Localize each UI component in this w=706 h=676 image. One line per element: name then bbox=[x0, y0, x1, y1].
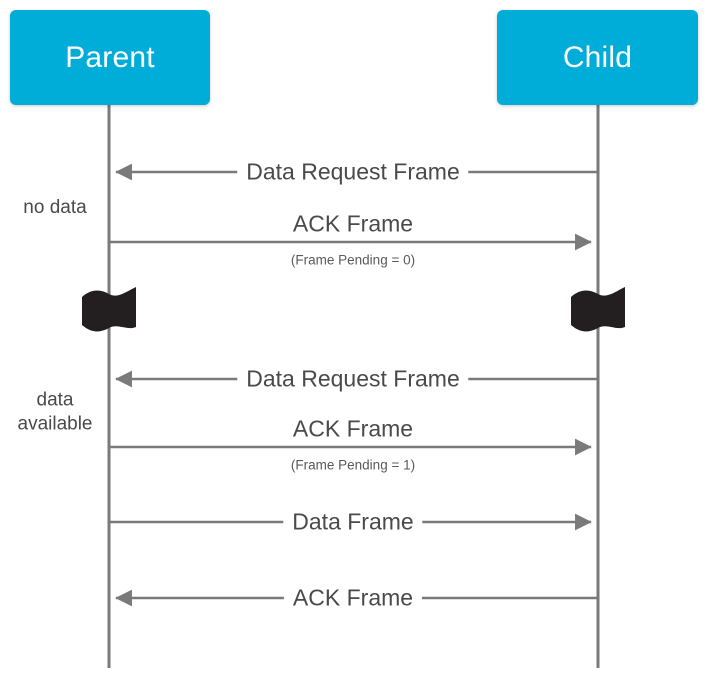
time-break-symbols bbox=[82, 287, 625, 332]
break-flag-child-icon bbox=[571, 287, 625, 332]
message-label-data-frame: Data Frame bbox=[283, 510, 423, 534]
actor-label-child: Child bbox=[562, 40, 633, 74]
message-label-data-request-frame-2: Data Request Frame bbox=[237, 367, 469, 391]
message-label-ack-frame-1: ACK Frame bbox=[283, 212, 423, 236]
message-label-ack-frame-3: ACK Frame bbox=[283, 586, 423, 610]
message-label-data-request-frame-1: Data Request Frame bbox=[237, 160, 469, 184]
actor-box-child[interactable]: Child bbox=[497, 10, 698, 105]
note-data-available: data available bbox=[17, 389, 93, 434]
message-sublabel-frame-pending-0: (Frame Pending = 0) bbox=[284, 253, 422, 267]
message-sublabel-frame-pending-1: (Frame Pending = 1) bbox=[284, 458, 422, 472]
break-flag-parent-icon bbox=[82, 287, 136, 332]
note-no-data: no data bbox=[23, 197, 87, 219]
actor-label-parent: Parent bbox=[65, 40, 155, 74]
message-label-ack-frame-2: ACK Frame bbox=[283, 417, 423, 441]
actor-box-parent[interactable]: Parent bbox=[10, 10, 210, 105]
